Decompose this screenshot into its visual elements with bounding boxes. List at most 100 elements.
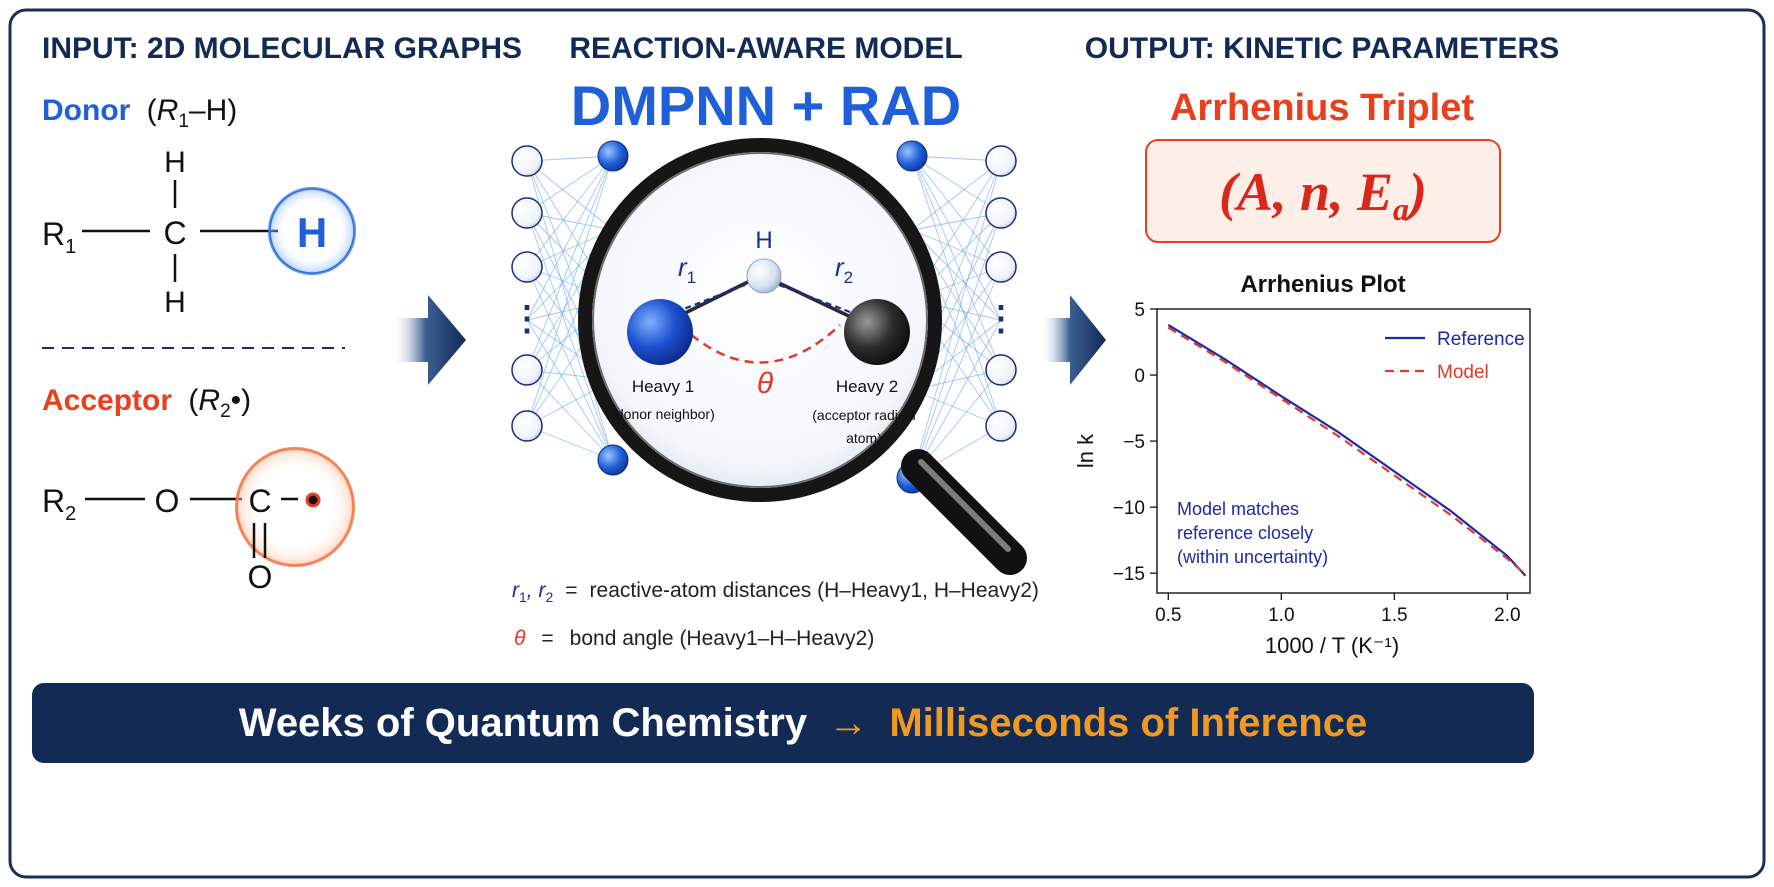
acceptor-label-line: Acceptor (R2•) (42, 384, 251, 422)
nn-input-node (511, 197, 543, 229)
legend-distances-text: reactive-atom distances (H–Heavy1, H–Hea… (590, 579, 1039, 602)
donor-c-atom: C (163, 215, 186, 251)
legend-distances: r1, r2=reactive-atom distances (H–Heavy1… (512, 579, 1039, 605)
lens-theta-label: θ (757, 367, 774, 400)
heavy1-note: (donor neighbor) (611, 406, 715, 422)
nn-hidden-node (597, 444, 629, 476)
acceptor-formula-sub: 2 (220, 401, 231, 422)
donor-h-reactive: H (297, 209, 327, 256)
nn-edge (526, 212, 614, 461)
heavy1-atom (627, 299, 693, 365)
x-tick-label: 1.0 (1268, 605, 1294, 626)
acceptor-molecule: R2 O C O (42, 447, 355, 595)
nn-edge (526, 369, 614, 461)
triplet-box (1145, 139, 1501, 243)
legend-label-model: Model (1437, 362, 1489, 383)
acceptor-formula-close: •) (231, 384, 252, 417)
donor-r-atom: R1 (42, 216, 76, 258)
acceptor-paren-open: ( (188, 384, 198, 417)
series-line-reference (1167, 323, 1527, 577)
series-line-model (1167, 326, 1527, 576)
acceptor-r-atom: R2 (42, 483, 76, 525)
banner-right: Milliseconds of Inference (889, 701, 1367, 745)
nn-hidden-node (896, 140, 928, 172)
acceptor-o-bottom: O (248, 559, 273, 595)
y-tick-label: 5 (1134, 300, 1145, 321)
legend-theta-symbol: θ (514, 627, 526, 650)
heavy1-label: Heavy 1 (632, 377, 694, 396)
nn-edge (911, 155, 1002, 214)
x-tick-label: 2.0 (1494, 605, 1520, 626)
triplet-formula: (A, n, Ea) (1219, 162, 1427, 227)
reactive-h-ring (269, 188, 355, 274)
heavy2-atom (844, 299, 910, 365)
donor-paren-open: ( (147, 94, 157, 127)
radical-ring (236, 448, 354, 566)
chart-annotation-line: (within uncertainty) (1177, 547, 1328, 567)
legend-distances-eq: = (565, 579, 577, 602)
nn-edge (526, 155, 614, 321)
chart-annotation-line: reference closely (1177, 523, 1313, 543)
y-tick-label: −10 (1113, 498, 1145, 519)
y-axis-label: ln k (1073, 433, 1098, 468)
nn-edge (526, 319, 614, 461)
nn-edge (911, 229, 1002, 321)
triplet-formula-close: ) (1404, 162, 1427, 222)
nn-edge (911, 155, 1002, 321)
lens-r1-label: r1 (678, 252, 696, 287)
acceptor-formula-r: R (198, 384, 220, 417)
nn-hidden-node (597, 140, 629, 172)
nn-output-node (985, 145, 1017, 177)
magnifier-lens (585, 145, 935, 495)
nn-edge (911, 160, 1002, 231)
chart-title: Arrhenius Plot (1240, 271, 1405, 298)
r1-distance-line (675, 283, 746, 314)
reactive-h-glow (268, 187, 356, 275)
nn-edge (526, 155, 614, 268)
nn-edge (911, 155, 1002, 268)
heavy2-note-line2: atom) (846, 430, 882, 446)
magnifier-rim (578, 138, 942, 502)
x-tick-label: 0.5 (1155, 605, 1181, 626)
reactive-center: H r1 r2 θ Heavy 1 (donor neighbor) Heavy… (611, 227, 916, 446)
r2-distance-line (778, 283, 851, 314)
donor-h-bottom: H (164, 286, 186, 319)
transferring-h-atom (746, 258, 782, 294)
model-title: DMPNN + RAD (571, 74, 961, 137)
banner-arrow: → (828, 701, 868, 745)
triplet-formula-sub: a (1393, 191, 1409, 227)
radical-dot (305, 492, 321, 508)
nn-edge (526, 155, 614, 214)
nn-input-node (511, 251, 543, 283)
lens-h-label: H (755, 227, 772, 254)
nn-edge (526, 160, 614, 231)
nn-input-node (511, 354, 543, 386)
lens-r2-label: r2 (835, 252, 853, 287)
nn-edge (911, 229, 1002, 268)
heavy2-note-line1: (acceptor radical (812, 407, 916, 423)
nn-edge (911, 155, 1002, 427)
heavy2-label: Heavy 2 (836, 377, 898, 396)
nn-edge (911, 212, 1002, 479)
donor-label-line: Donor (R1–H) (42, 94, 237, 132)
donor-formula-r: R (157, 94, 179, 127)
magnifier-rim-inner (592, 152, 928, 488)
banner-left: Weeks of Quantum Chemistry (239, 701, 808, 745)
banner-text: Weeks of Quantum Chemistry → Millisecond… (239, 701, 1367, 745)
acceptor-c-atom: C (248, 483, 271, 519)
triplet-formula-main: (A, n, E (1219, 162, 1393, 222)
y-tick-label: −5 (1123, 432, 1145, 453)
magnifier (578, 138, 1027, 575)
chart-annotation-line: Model matches (1177, 499, 1299, 519)
x-tick-label: 1.5 (1381, 605, 1407, 626)
neural-network: ⋮⋮ (510, 140, 1018, 494)
angle-arc (679, 324, 841, 364)
nn-edge (526, 155, 614, 427)
nn-edge (911, 155, 1002, 371)
legend-r2-sub: 2 (545, 589, 553, 605)
donor-formula-close: –H) (189, 94, 237, 127)
nn-edge (911, 266, 1002, 479)
